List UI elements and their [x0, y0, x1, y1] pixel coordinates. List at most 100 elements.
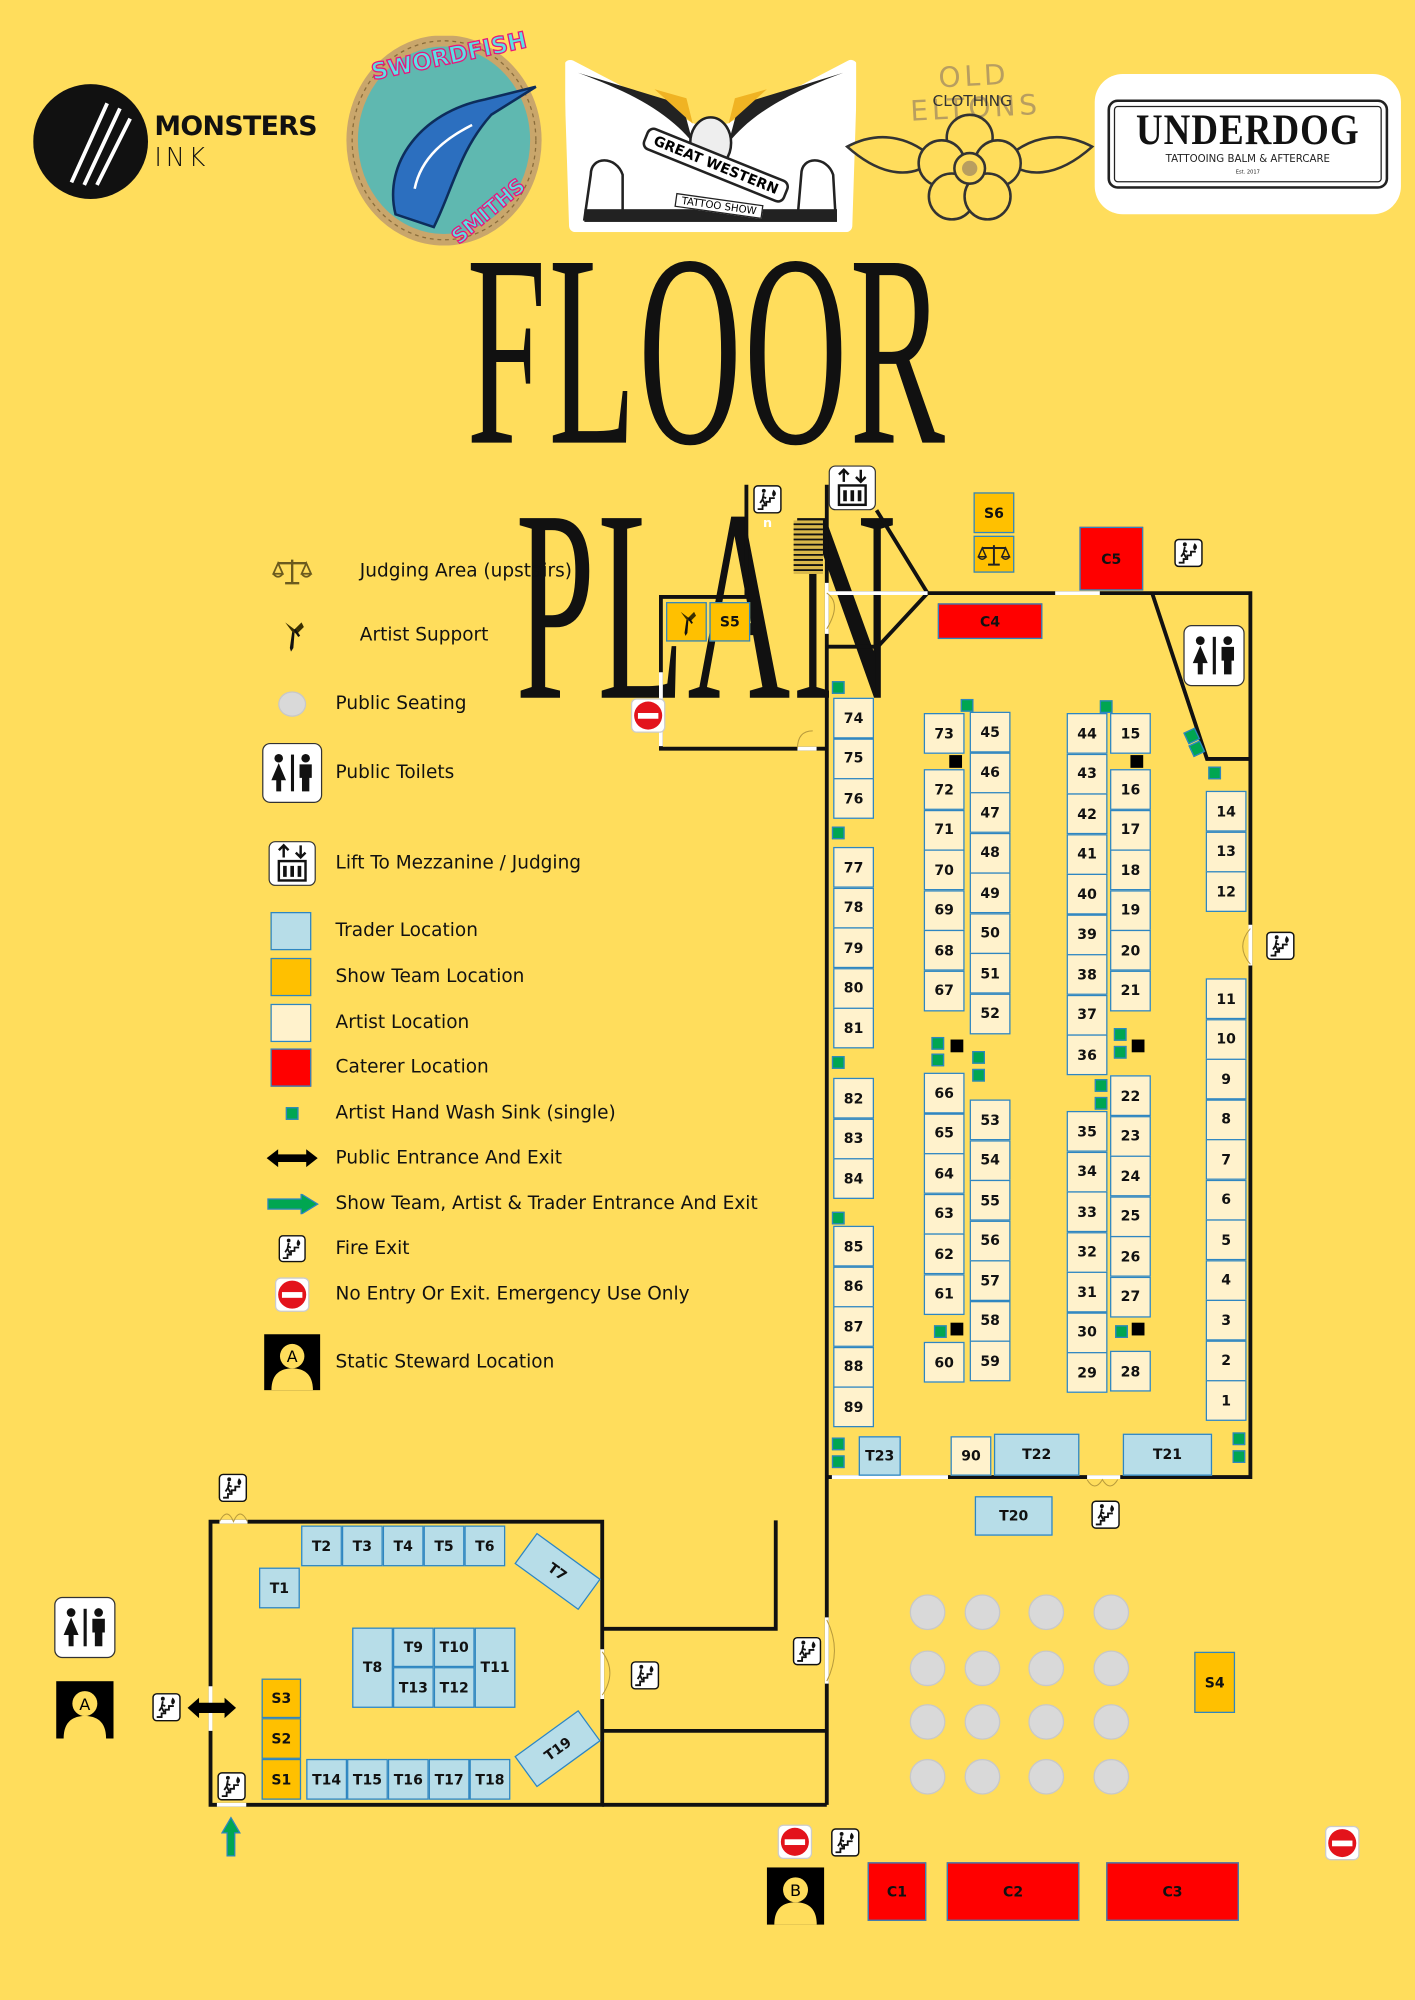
artist-booth-6[interactable]: 6	[1205, 1179, 1247, 1221]
artist-booth-50[interactable]: 50	[969, 912, 1011, 954]
artist-booth-20[interactable]: 20	[1110, 929, 1151, 971]
artist-booth-58[interactable]: 58	[969, 1300, 1011, 1342]
artist-booth-35[interactable]: 35	[1066, 1110, 1108, 1152]
artist-booth-3[interactable]: 3	[1205, 1299, 1247, 1341]
artist-booth-41[interactable]: 41	[1066, 833, 1108, 875]
artist-booth-44[interactable]: 44	[1066, 713, 1108, 754]
artist-booth-42[interactable]: 42	[1066, 793, 1108, 835]
artist-booth-17[interactable]: 17	[1110, 809, 1151, 851]
artist-booth-11[interactable]: 11	[1205, 978, 1247, 1020]
artist-booth-63[interactable]: 63	[923, 1193, 965, 1235]
artist-booth-85[interactable]: 85	[833, 1225, 874, 1267]
artist-booth-66[interactable]: 66	[923, 1072, 965, 1114]
artist-booth-79[interactable]: 79	[833, 927, 874, 969]
trader-booth-T3[interactable]: T3	[341, 1525, 383, 1567]
artist-booth-78[interactable]: 78	[833, 887, 874, 928]
artist-booth-64[interactable]: 64	[923, 1153, 965, 1194]
artist-booth-55[interactable]: 55	[969, 1179, 1011, 1221]
artist-booth-60[interactable]: 60	[923, 1341, 965, 1383]
trader-booth-T6[interactable]: T6	[464, 1525, 506, 1567]
artist-booth-68[interactable]: 68	[923, 929, 965, 971]
trader-booth-T13[interactable]: T13	[392, 1667, 434, 1708]
show-booth-S2[interactable]: S2	[261, 1718, 302, 1759]
artist-booth-2[interactable]: 2	[1205, 1339, 1247, 1381]
artist-booth-21[interactable]: 21	[1110, 970, 1151, 1011]
artist-booth-74[interactable]: 74	[833, 697, 874, 739]
caterer-booth-C2[interactable]: C2	[946, 1862, 1080, 1921]
artist-booth-27[interactable]: 27	[1110, 1276, 1151, 1317]
artist-booth-48[interactable]: 48	[969, 832, 1011, 874]
artist-booth-69[interactable]: 69	[923, 889, 965, 931]
artist-booth-49[interactable]: 49	[969, 872, 1011, 914]
artist-booth-83[interactable]: 83	[833, 1117, 874, 1159]
artist-booth-47[interactable]: 47	[969, 792, 1011, 833]
artist-booth-82[interactable]: 82	[833, 1077, 874, 1119]
artist-booth-26[interactable]: 26	[1110, 1235, 1151, 1277]
show-booth-S5[interactable]: S5	[709, 602, 751, 642]
artist-booth-67[interactable]: 67	[923, 970, 965, 1011]
trader-booth-T23[interactable]: T23	[858, 1436, 901, 1476]
artist-booth-65[interactable]: 65	[923, 1112, 965, 1154]
caterer-booth-C3[interactable]: C3	[1106, 1862, 1239, 1921]
artist-booth-72[interactable]: 72	[923, 769, 965, 810]
artist-booth-52[interactable]: 52	[969, 992, 1011, 1034]
artist-support-booth[interactable]	[666, 602, 707, 642]
artist-booth-19[interactable]: 19	[1110, 889, 1151, 931]
artist-booth-86[interactable]: 86	[833, 1265, 874, 1307]
artist-booth-80[interactable]: 80	[833, 967, 874, 1009]
trader-booth-T22[interactable]: T22	[993, 1433, 1080, 1476]
artist-booth-25[interactable]: 25	[1110, 1195, 1151, 1237]
artist-booth-22[interactable]: 22	[1110, 1075, 1151, 1117]
artist-booth-38[interactable]: 38	[1066, 954, 1108, 995]
trader-booth-T5[interactable]: T5	[423, 1525, 465, 1567]
artist-booth-8[interactable]: 8	[1205, 1098, 1247, 1140]
trader-booth-T4[interactable]: T4	[382, 1525, 424, 1567]
artist-booth-84[interactable]: 84	[833, 1158, 874, 1199]
trader-booth-T10[interactable]: T10	[433, 1627, 475, 1668]
artist-booth-61[interactable]: 61	[923, 1273, 965, 1315]
artist-booth-34[interactable]: 34	[1066, 1151, 1108, 1192]
artist-booth-87[interactable]: 87	[833, 1306, 874, 1347]
trader-booth-T11[interactable]: T11	[474, 1627, 516, 1708]
artist-booth-51[interactable]: 51	[969, 952, 1011, 994]
show-booth-S3[interactable]: S3	[261, 1678, 302, 1719]
lift-icon[interactable]	[828, 464, 876, 518]
trader-booth-T12[interactable]: T12	[433, 1667, 475, 1708]
trader-booth-T18[interactable]: T18	[469, 1758, 511, 1800]
artist-booth-5[interactable]: 5	[1205, 1219, 1247, 1261]
artist-booth-90[interactable]: 90	[950, 1436, 992, 1476]
artist-booth-33[interactable]: 33	[1066, 1191, 1108, 1233]
show-booth-S1[interactable]: S1	[261, 1758, 302, 1800]
artist-booth-18[interactable]: 18	[1110, 849, 1151, 891]
trader-booth-T20[interactable]: T20	[974, 1496, 1053, 1536]
artist-booth-46[interactable]: 46	[969, 751, 1011, 793]
artist-booth-54[interactable]: 54	[969, 1139, 1011, 1181]
show-booth-S4[interactable]: S4	[1194, 1651, 1236, 1713]
artist-booth-7[interactable]: 7	[1205, 1139, 1247, 1180]
artist-booth-29[interactable]: 29	[1066, 1352, 1108, 1393]
trader-booth-T8[interactable]: T8	[352, 1627, 393, 1708]
artist-booth-62[interactable]: 62	[923, 1233, 965, 1275]
artist-booth-24[interactable]: 24	[1110, 1155, 1151, 1197]
artist-booth-15[interactable]: 15	[1110, 713, 1151, 754]
artist-booth-39[interactable]: 39	[1066, 913, 1108, 955]
caterer-booth-C5[interactable]: C5	[1079, 526, 1144, 591]
artist-booth-28[interactable]: 28	[1110, 1350, 1151, 1392]
artist-booth-77[interactable]: 77	[833, 846, 874, 888]
artist-booth-56[interactable]: 56	[969, 1220, 1011, 1261]
trader-booth-T15[interactable]: T15	[347, 1758, 388, 1800]
artist-booth-89[interactable]: 89	[833, 1386, 874, 1428]
artist-booth-36[interactable]: 36	[1066, 1034, 1108, 1076]
artist-booth-30[interactable]: 30	[1066, 1311, 1108, 1353]
artist-booth-88[interactable]: 88	[833, 1346, 874, 1388]
artist-booth-40[interactable]: 40	[1066, 873, 1108, 915]
show-booth-S6[interactable]: S6	[973, 492, 1015, 534]
artist-booth-76[interactable]: 76	[833, 778, 874, 819]
artist-booth-45[interactable]: 45	[969, 711, 1011, 753]
artist-booth-53[interactable]: 53	[969, 1099, 1011, 1141]
artist-booth-14[interactable]: 14	[1205, 790, 1247, 832]
artist-booth-43[interactable]: 43	[1066, 753, 1108, 794]
judging-area-booth[interactable]	[973, 535, 1015, 573]
trader-booth-T9[interactable]: T9	[392, 1627, 434, 1668]
artist-booth-81[interactable]: 81	[833, 1007, 874, 1049]
